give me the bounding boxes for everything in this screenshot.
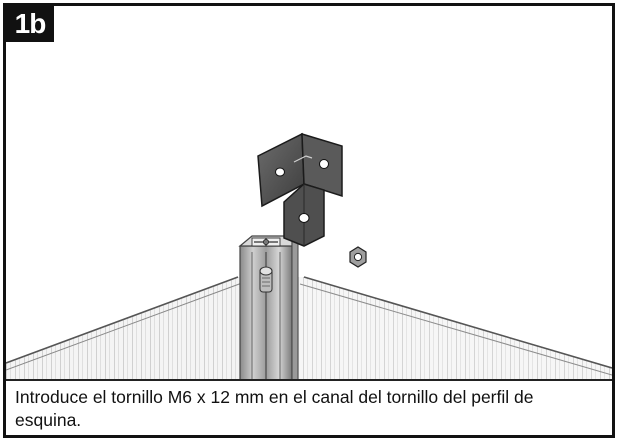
left-panel: [6, 276, 250, 386]
step-label: 1b: [6, 6, 54, 42]
assembly-illustration: [6, 132, 612, 387]
right-panel: [290, 276, 612, 386]
nut-icon: [349, 246, 367, 268]
corner-profile-icon: [238, 234, 299, 387]
instruction-caption: Introduce el tornillo M6 x 12 mm en el c…: [6, 379, 612, 435]
instruction-panel: 1b Introduce el tornillo M6 x 12 mm en e…: [3, 3, 615, 438]
corner-bracket-icon: [257, 132, 343, 247]
screw-icon: [259, 266, 273, 293]
